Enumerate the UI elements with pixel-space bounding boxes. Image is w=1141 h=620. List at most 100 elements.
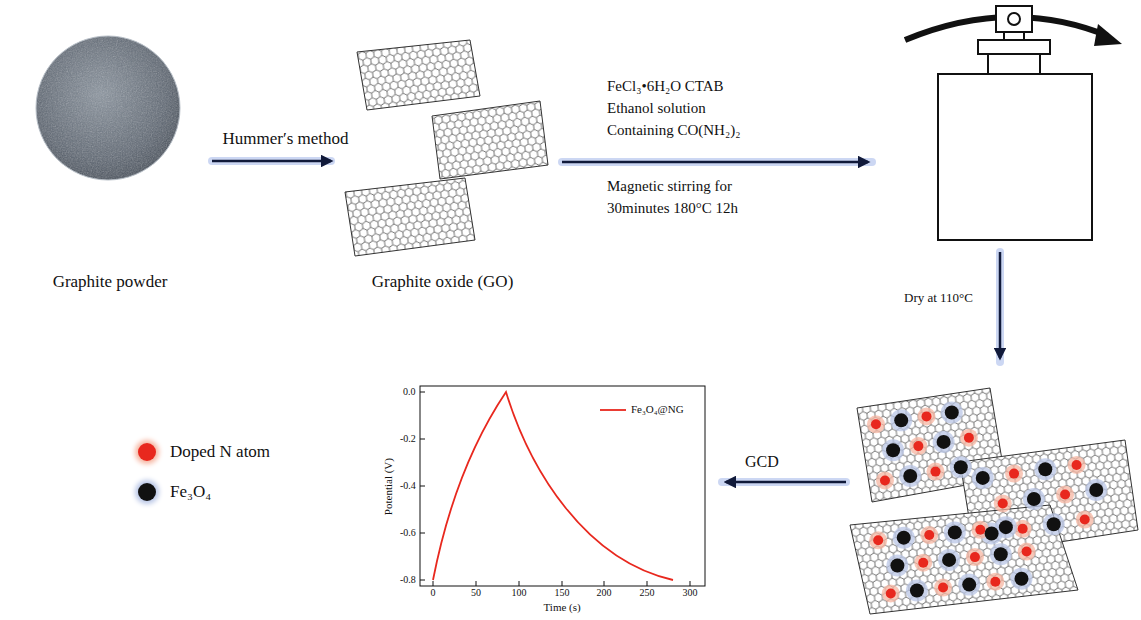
particle-halo bbox=[890, 409, 912, 431]
nitrogen-dot bbox=[871, 419, 881, 429]
tick-label: 50 bbox=[471, 587, 481, 599]
condition-text: Magnetic stirring for bbox=[607, 177, 732, 195]
particle-halo bbox=[920, 526, 938, 544]
fe3o4-dot bbox=[894, 413, 908, 427]
nitrogen-dot bbox=[970, 552, 980, 562]
process-arrow bbox=[212, 160, 331, 163]
nitrogen-dot bbox=[1060, 490, 1070, 500]
particle-halo bbox=[990, 543, 1012, 565]
particle-halo bbox=[1076, 511, 1094, 529]
fe3o4-dot bbox=[945, 405, 959, 419]
step-label: GCD bbox=[745, 452, 779, 471]
nitrogen-dot bbox=[886, 588, 896, 598]
tick-label: 150 bbox=[555, 587, 570, 599]
reagent-text: Ethanol solution bbox=[607, 99, 706, 117]
particle-halo bbox=[972, 467, 994, 489]
nitrogen-dot bbox=[924, 530, 934, 540]
particle-halo bbox=[960, 429, 978, 447]
legend-swatch bbox=[138, 483, 156, 501]
particle-halo bbox=[1005, 465, 1023, 483]
particle-halo bbox=[914, 554, 932, 572]
fe3o4-dot bbox=[976, 471, 990, 485]
particle-halo bbox=[1068, 456, 1086, 474]
tick-label: -0.8 bbox=[400, 574, 416, 586]
particle-halo bbox=[1085, 479, 1107, 501]
material-figure: Graphite powder bbox=[10, 28, 210, 294]
particle-dots bbox=[867, 401, 1107, 602]
legend-entry: Doped N atom bbox=[138, 442, 270, 462]
particle-halo bbox=[886, 554, 908, 576]
fe3o4-dot bbox=[994, 547, 1008, 561]
fe3o4-dot bbox=[897, 531, 911, 545]
fe3o4-dot bbox=[1027, 492, 1041, 506]
particle-halo bbox=[1056, 486, 1074, 504]
process-arrow bbox=[1000, 252, 1001, 362]
fe3o4-dot bbox=[903, 469, 917, 483]
fe3o4-dot bbox=[890, 558, 904, 572]
fe3o4-dot bbox=[1047, 517, 1061, 531]
process-arrow bbox=[722, 482, 846, 483]
fe3o4-dot bbox=[962, 578, 976, 592]
nitrogen-dot bbox=[922, 411, 932, 421]
nitrogen-dot bbox=[938, 583, 948, 593]
particle-halo bbox=[1023, 488, 1045, 510]
axis-title: Potential (V) bbox=[381, 458, 394, 515]
fe3o4-dot bbox=[937, 435, 951, 449]
particle-halo bbox=[934, 579, 952, 597]
process-arrow bbox=[562, 162, 872, 163]
fe3o4-dot bbox=[985, 526, 999, 540]
legend-swatch bbox=[138, 443, 156, 461]
particle-halo bbox=[1018, 543, 1036, 561]
particle-halo bbox=[950, 456, 972, 478]
particle-halo bbox=[927, 463, 945, 481]
graphite-powder-image bbox=[36, 36, 180, 180]
nitrogen-dot bbox=[975, 525, 985, 535]
reagent-text: FeCl₃•6H₂O CTAB bbox=[607, 77, 724, 95]
autoclave-drawing bbox=[905, 6, 1122, 240]
particle-halo bbox=[899, 465, 921, 487]
nitrogen-dot bbox=[1072, 460, 1082, 470]
legend-entry: Fe₃O₄ bbox=[138, 482, 211, 502]
particle-halo bbox=[909, 437, 927, 455]
nitrogen-dot bbox=[964, 433, 974, 443]
fe3o4-dot bbox=[1089, 483, 1103, 497]
particle-halo bbox=[1010, 568, 1032, 590]
particle-halo bbox=[882, 439, 904, 461]
figure-caption: Graphite powder bbox=[49, 270, 172, 294]
nitrogen-dot bbox=[1080, 515, 1090, 525]
particle-halo bbox=[906, 579, 928, 601]
particle-halo bbox=[1034, 458, 1056, 480]
chart-legend-text: Fe₃O₄@NG bbox=[631, 403, 684, 416]
tick-label: -0.4 bbox=[400, 480, 416, 492]
particle-halo bbox=[944, 521, 966, 543]
particle-halo bbox=[941, 401, 963, 423]
reagent-text: Containing CO(NH₂)₂ bbox=[607, 121, 740, 139]
particle-halo bbox=[867, 415, 885, 433]
figure-caption: Graphite oxide (GO) bbox=[368, 270, 518, 294]
material-figure: Graphite oxide (GO) bbox=[335, 28, 550, 294]
tick-label: -0.2 bbox=[400, 433, 416, 445]
tick-label: 0.0 bbox=[403, 386, 416, 398]
arrow-glow bbox=[212, 157, 331, 165]
fe3o4-dot bbox=[948, 525, 962, 539]
step-label: Hummer′s method bbox=[220, 129, 350, 149]
axis-title: Time (s) bbox=[544, 601, 581, 614]
fe3o4-dot bbox=[1038, 462, 1052, 476]
particle-halo bbox=[933, 431, 955, 453]
particle-halo bbox=[882, 584, 900, 602]
nitrogen-dot bbox=[918, 558, 928, 568]
gcd-chart bbox=[420, 386, 705, 586]
particle-halo bbox=[869, 531, 887, 549]
step-label: Dry at 110°C bbox=[904, 290, 973, 306]
fe3o4-dot bbox=[910, 583, 924, 597]
nitrogen-dot bbox=[880, 475, 890, 485]
nitrogen-dot bbox=[1018, 524, 1028, 534]
legend-text: Doped N atom bbox=[170, 442, 270, 462]
condition-text: 30minutes 180°C 12h bbox=[607, 199, 738, 217]
particle-halo bbox=[966, 548, 984, 566]
fe3o4-dot bbox=[886, 443, 900, 457]
nitrogen-dot bbox=[998, 498, 1008, 508]
